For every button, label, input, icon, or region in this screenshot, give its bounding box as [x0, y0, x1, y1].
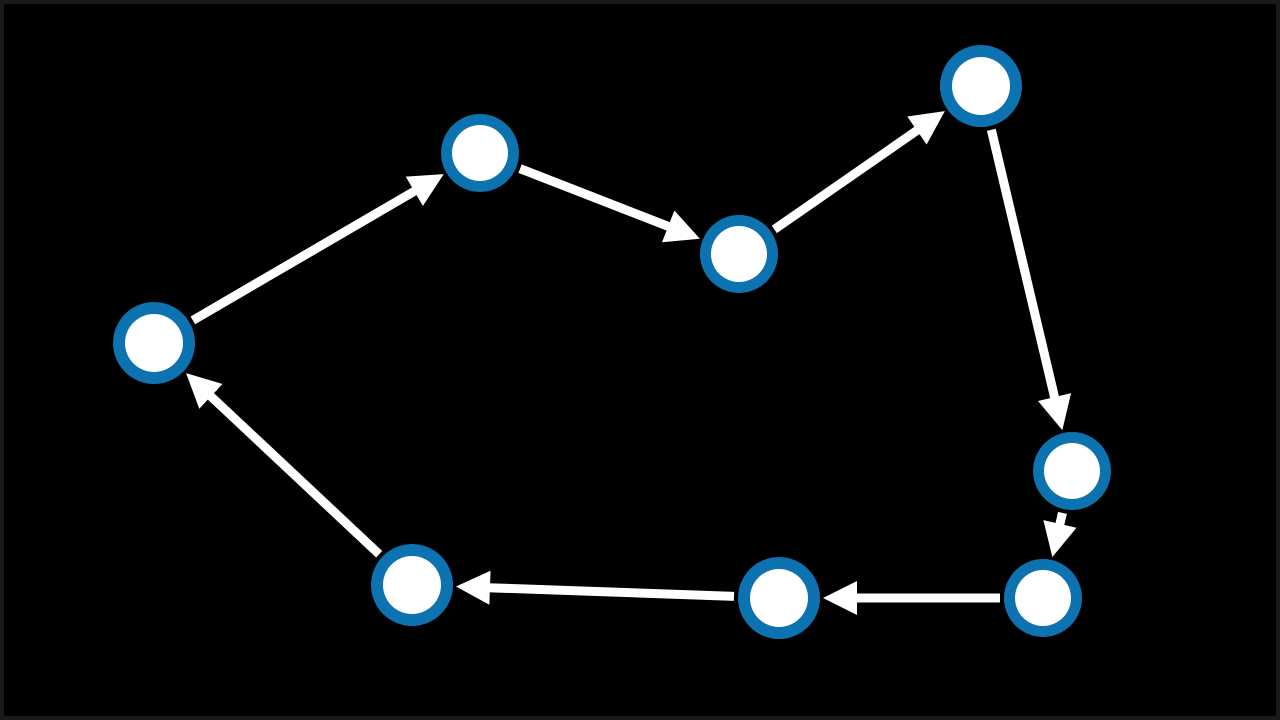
graph-edge-arrowhead — [907, 111, 945, 145]
graph-node[interactable] — [1033, 432, 1111, 510]
graph-edge-line — [487, 583, 735, 601]
graph-edge-arrowhead — [455, 570, 491, 605]
graph-node-fill — [711, 226, 767, 282]
graph-edge-line — [190, 186, 419, 325]
graph-edge-line — [206, 391, 383, 558]
node-layer — [113, 45, 1111, 639]
graph-edge-arrowhead — [662, 210, 700, 243]
graph-node[interactable] — [113, 302, 195, 384]
graph-edge-line — [771, 125, 922, 234]
graph-node[interactable] — [371, 544, 453, 626]
graph-edge-arrowhead — [186, 373, 223, 409]
graph-node-fill — [1044, 443, 1100, 499]
graph-node[interactable] — [1004, 559, 1082, 637]
graph-node-fill — [452, 125, 508, 181]
graph-edge-arrowhead — [405, 174, 444, 206]
graph-node[interactable] — [441, 114, 519, 192]
graph-node[interactable] — [700, 215, 778, 293]
graph-edge-line — [518, 164, 672, 232]
graph-edge-arrowhead — [823, 581, 857, 615]
graph-edge-arrowhead — [1037, 393, 1072, 431]
graph-node-fill — [952, 57, 1010, 115]
graph-node[interactable] — [940, 45, 1022, 127]
graph-node-fill — [1015, 570, 1071, 626]
edge-layer — [186, 111, 1077, 615]
graph-edge-line — [986, 128, 1060, 401]
graph-node-fill — [125, 314, 183, 372]
graph-edge-line — [1055, 511, 1067, 527]
graph-node-fill — [750, 569, 808, 627]
graph-node-fill — [383, 556, 441, 614]
graph-node[interactable] — [738, 557, 820, 639]
graph-edge-arrowhead — [1043, 520, 1077, 558]
